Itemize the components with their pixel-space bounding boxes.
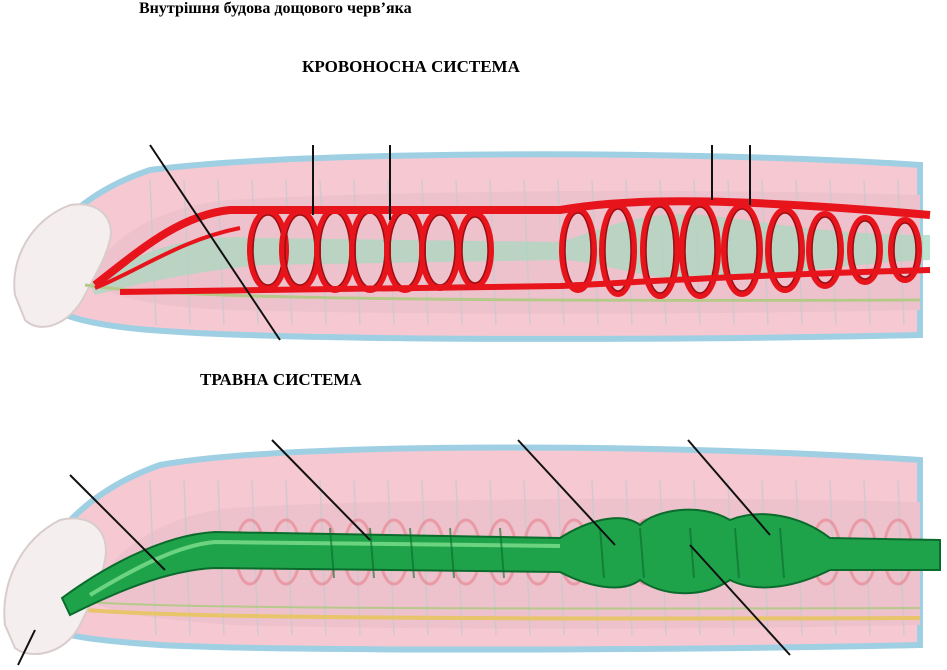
head-prostomium — [3, 517, 107, 655]
dorsal-vessel — [92, 197, 931, 289]
gut-ring — [639, 527, 645, 579]
worm-head — [3, 517, 107, 655]
gut-ring — [499, 527, 505, 579]
gut-segment-rings — [329, 527, 785, 579]
gut-ring — [329, 527, 335, 579]
gut-ring — [599, 527, 605, 579]
earthworm-digestive-illustration — [3, 439, 941, 666]
aortic-arch-shadow — [852, 220, 878, 280]
digestive-heading: ТРАВНА СИСТЕМА — [200, 370, 362, 389]
gut-ring — [449, 527, 455, 579]
aortic-arch — [847, 215, 883, 285]
pointer-lines — [17, 439, 791, 666]
aortic-arch — [765, 207, 805, 293]
aortic-arch-shadow — [893, 222, 917, 278]
aortic-arch-shadow — [604, 208, 632, 292]
aortic-arch — [888, 217, 922, 283]
head-prostomium — [13, 203, 112, 328]
worm-head — [13, 203, 112, 328]
pointer-lines — [149, 144, 751, 341]
aortic-arch-shadow — [645, 206, 675, 294]
aortic-arch-shadow — [461, 216, 489, 284]
gut-ring — [689, 527, 695, 579]
aortic-arch — [806, 211, 844, 289]
aortic-arch-shadow — [811, 216, 839, 284]
circulatory-heading: КРОВОНОСНА СИСТЕМА — [302, 57, 520, 76]
digestive-tract — [60, 508, 941, 617]
gut-ring — [409, 527, 415, 579]
ventral-nerve-cord — [84, 601, 921, 621]
anterior-vessel-branch — [94, 226, 241, 290]
ventral-vessel — [119, 267, 931, 295]
earthworm-circulatory-illustration — [13, 144, 931, 342]
gut-ring — [369, 527, 375, 579]
page-title: Внутрішня будова дощового черв’яка — [139, 0, 412, 17]
gut-ring — [734, 527, 740, 579]
aortic-arch-shadow — [770, 212, 800, 288]
aortic-arch-shadow — [684, 206, 716, 294]
gut-highlight — [88, 539, 561, 597]
aortic-arch-shadow — [726, 208, 758, 292]
gut-ring — [779, 527, 785, 579]
ventral-nerve-cord — [84, 283, 921, 302]
